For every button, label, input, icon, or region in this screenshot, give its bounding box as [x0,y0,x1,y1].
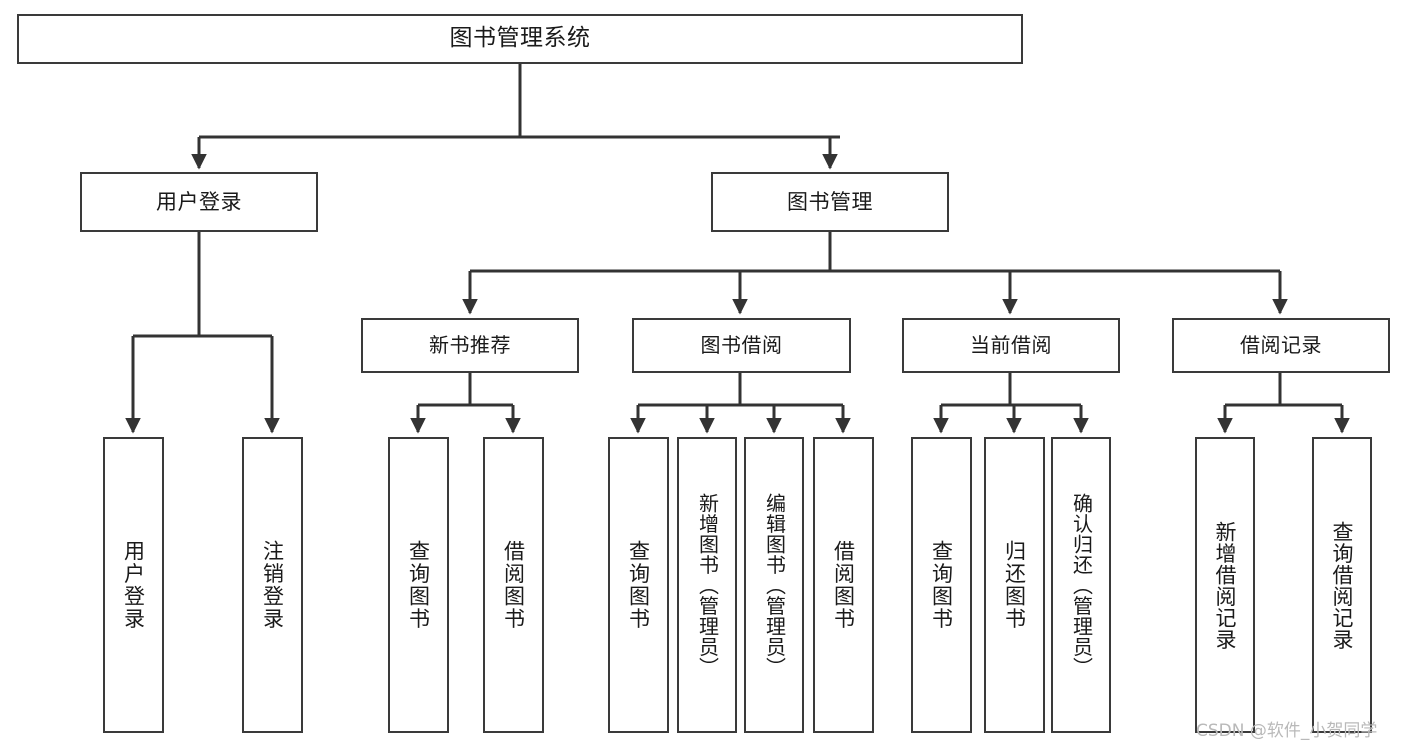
node-label: 查询图书 [406,540,431,630]
node-borrow-record[interactable]: 借阅记录 [1172,318,1390,373]
node-label: 归还图书 [1002,540,1027,630]
node-label: 用户登录 [121,540,146,630]
node-label: 借阅图书 [831,540,856,630]
node-label: 新增借阅记录 [1213,520,1238,650]
leaf-user-login[interactable]: 用户登录 [103,437,164,733]
node-label: 当前借阅 [970,332,1052,357]
node-label: 图书借阅 [700,332,783,357]
watermark: CSDN @软件_小贺同学 [1196,721,1378,741]
leaf-borrow-book[interactable]: 借阅图书 [813,437,874,733]
node-label: 新增图书（管理员） [695,492,720,678]
leaf-user-logout[interactable]: 注销登录 [242,437,303,733]
node-user-login[interactable]: 用户登录 [80,172,318,232]
leaf-edit-book-admin[interactable]: 编辑图书（管理员） [744,437,804,733]
leaf-confirm-return-admin[interactable]: 确认归还（管理员） [1051,437,1111,733]
node-label: 借阅记录 [1240,332,1322,357]
node-label: 图书管理 [787,189,873,214]
node-book-borrow[interactable]: 图书借阅 [632,318,851,373]
node-current-borrow[interactable]: 当前借阅 [902,318,1120,373]
leaf-add-borrow-record[interactable]: 新增借阅记录 [1195,437,1255,733]
node-label: 借阅图书 [501,540,526,630]
node-label: 注销登录 [260,540,285,630]
node-label: 新书推荐 [429,332,511,357]
leaf-query-book-current[interactable]: 查询图书 [911,437,972,733]
node-root-system[interactable]: 图书管理系统 [17,14,1023,64]
leaf-return-book[interactable]: 归还图书 [984,437,1045,733]
node-label: 用户登录 [156,189,242,214]
node-label: 查询借阅记录 [1330,520,1355,650]
node-label: 查询图书 [626,540,651,630]
node-label: 确认归还（管理员） [1069,492,1094,678]
leaf-add-book-admin[interactable]: 新增图书（管理员） [677,437,737,733]
node-label: 图书管理系统 [449,25,591,52]
node-label: 编辑图书（管理员） [762,492,787,678]
leaf-query-book-borrow[interactable]: 查询图书 [608,437,669,733]
leaf-query-borrow-record[interactable]: 查询借阅记录 [1312,437,1372,733]
leaf-borrow-book-recommend[interactable]: 借阅图书 [483,437,544,733]
leaf-query-book-recommend[interactable]: 查询图书 [388,437,449,733]
node-new-book-recommend[interactable]: 新书推荐 [361,318,579,373]
node-book-manage[interactable]: 图书管理 [711,172,949,232]
node-label: 查询图书 [929,540,954,630]
